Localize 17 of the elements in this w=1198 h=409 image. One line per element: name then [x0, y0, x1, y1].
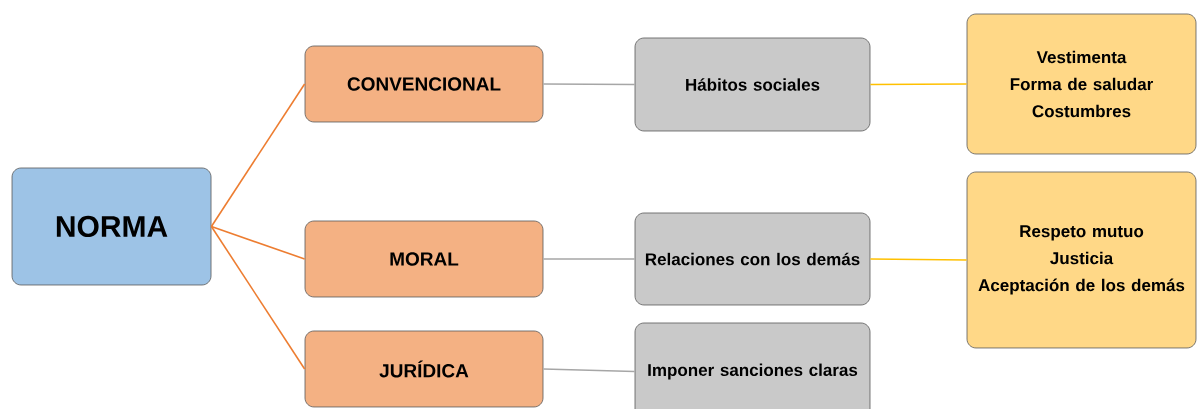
category-box: MORAL [304, 220, 544, 298]
connector-line [869, 258, 968, 261]
example-box: Vestimenta Forma de saludar Costumbres [966, 13, 1197, 155]
connector-line [210, 83, 306, 228]
example-box: Respeto mutuo Justicia Aceptación de los demás [966, 171, 1197, 349]
connector-line [210, 225, 306, 370]
category-box: JURÍDICA [304, 330, 544, 408]
category-box: CONVENCIONAL [304, 45, 544, 123]
root-box: NORMA [11, 167, 212, 286]
connector-line [869, 83, 968, 86]
connector-line [542, 83, 636, 86]
process-box: Relaciones con los demás [634, 212, 871, 306]
connector-line [210, 225, 306, 260]
connector-line [542, 368, 636, 373]
process-box: Imponer sanciones claras [634, 322, 871, 409]
connector-line [542, 258, 636, 260]
process-box: Hábitos sociales [634, 37, 871, 132]
